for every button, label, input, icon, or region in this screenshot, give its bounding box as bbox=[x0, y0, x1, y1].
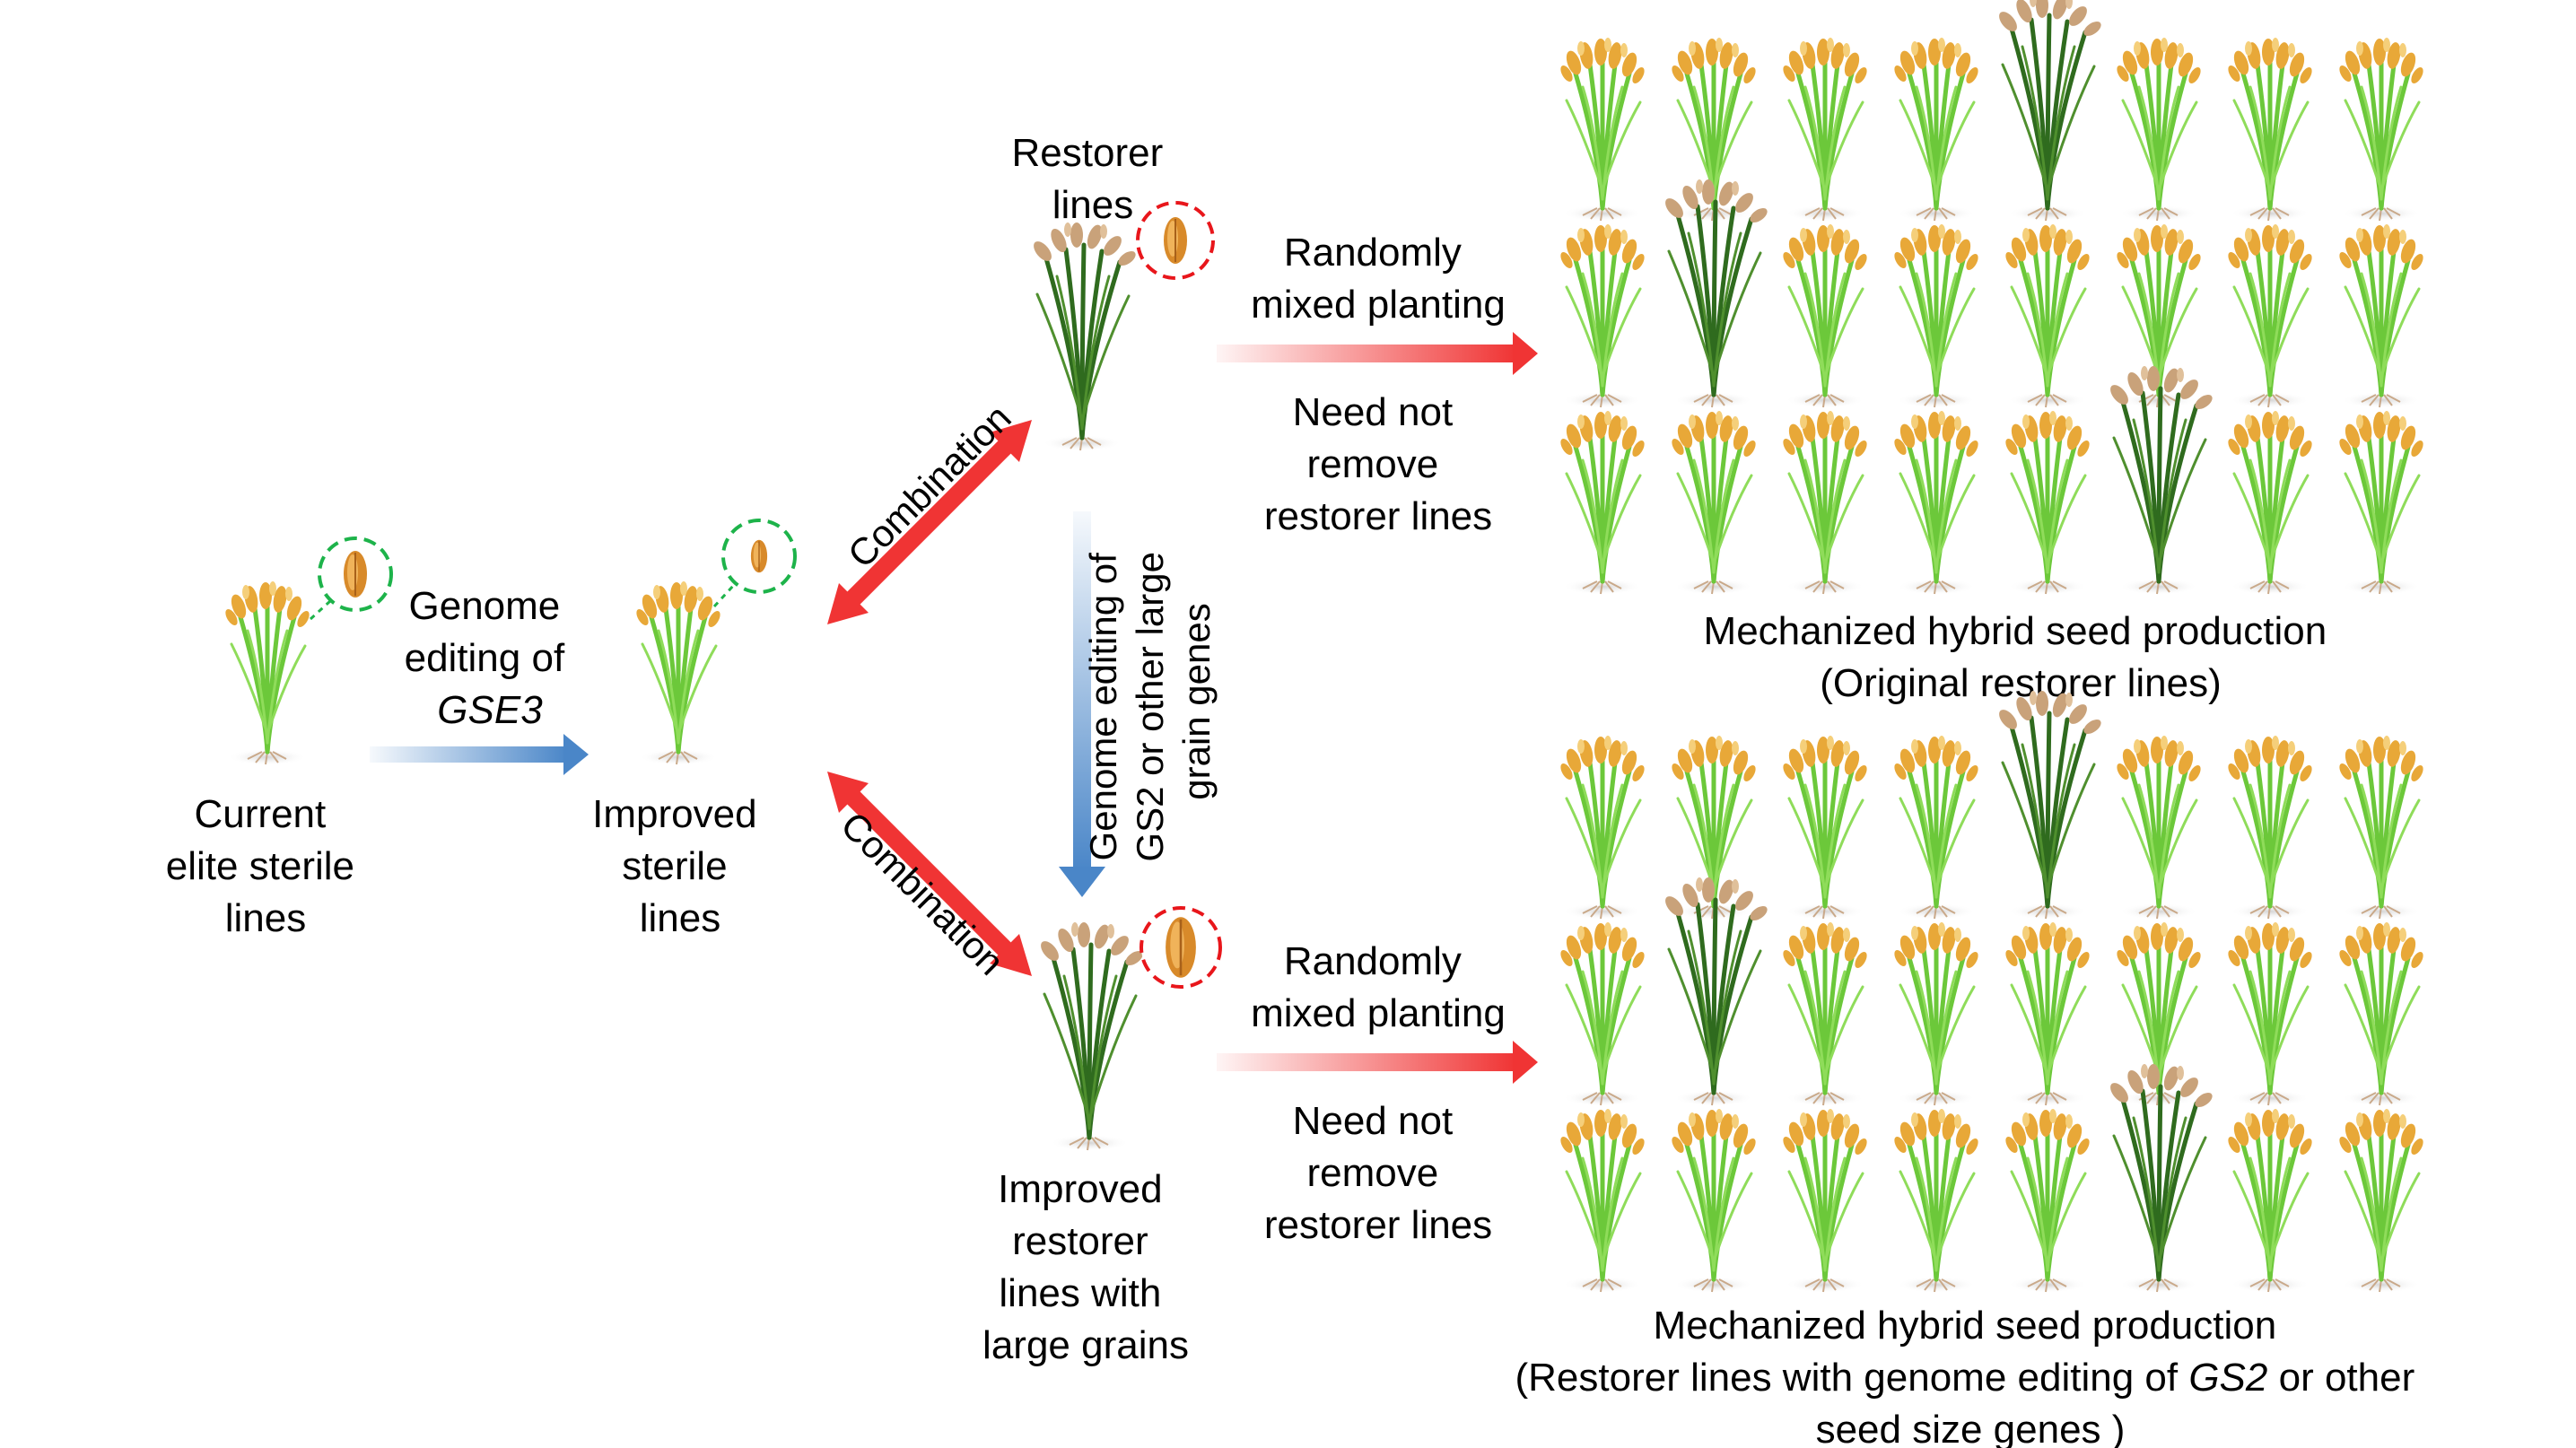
sterile-plant-icon bbox=[2337, 1109, 2426, 1293]
sterile-plant-icon bbox=[1670, 411, 1759, 595]
combination-upper-label: Combination bbox=[840, 397, 1019, 576]
restorer-plant-icon bbox=[1995, 0, 2103, 222]
improved-restorer-label: Improved restorer lines with large grain… bbox=[982, 1167, 1189, 1367]
sterile-plant-icon bbox=[2226, 1109, 2315, 1293]
current-sterile-plant bbox=[223, 581, 312, 765]
sterile-plant-icon bbox=[1892, 224, 1981, 408]
combination-arrow-upper bbox=[827, 420, 1032, 624]
sterile-plant-icon bbox=[1892, 736, 1981, 920]
sterile-plant-icon bbox=[2004, 411, 2092, 595]
sterile-plant-icon bbox=[2337, 411, 2426, 595]
sterile-plant-icon bbox=[1559, 224, 1647, 408]
random-mixed-bottom-label: Randomly mixed planting bbox=[1251, 939, 1506, 1035]
sterile-plant-icon bbox=[1781, 922, 1870, 1106]
mixed-planting-arrow-top bbox=[1217, 332, 1538, 375]
sterile-plant-icon bbox=[2226, 38, 2315, 222]
improved-sterile-label: Improved sterile lines bbox=[592, 792, 768, 940]
sterile-plant-icon bbox=[1781, 736, 1870, 920]
mech-top-label: Mechanized hybrid seed production (Origi… bbox=[1704, 609, 2338, 705]
sterile-plant-icon bbox=[2004, 224, 2092, 408]
field-original-restorer bbox=[1559, 0, 2426, 595]
sterile-plant-icon bbox=[1559, 922, 1647, 1106]
restorer-seed-callout bbox=[1136, 201, 1215, 280]
sterile-plant-icon bbox=[1781, 224, 1870, 408]
sterile-plant-icon bbox=[2115, 736, 2204, 920]
sterile-plant-icon bbox=[1559, 736, 1647, 920]
need-not-remove-top-label: Need not remove restorer lines bbox=[1264, 390, 1492, 538]
sterile-plant-icon bbox=[2226, 224, 2315, 408]
sterile-plant-icon bbox=[2226, 411, 2315, 595]
sterile-seed-callout bbox=[309, 536, 393, 621]
sterile-plant-icon bbox=[1781, 411, 1870, 595]
combination-lower-label: Combination bbox=[833, 804, 1012, 983]
sterile-plant-icon bbox=[1559, 38, 1647, 222]
improved-sterile-seed-callout bbox=[712, 519, 797, 608]
improved-restorer-plant bbox=[1037, 922, 1145, 1151]
improved-sterile-plant bbox=[634, 581, 723, 765]
sterile-plant-icon bbox=[2004, 1109, 2092, 1293]
gs2-editing-label: Genome editing of GS2 or other large gra… bbox=[1082, 541, 1218, 861]
need-not-remove-bottom-label: Need not remove restorer lines bbox=[1264, 1099, 1492, 1247]
sterile-plant-icon bbox=[2337, 922, 2426, 1106]
sterile-plant-icon bbox=[1670, 1109, 1759, 1293]
random-mixed-top-label: Randomly mixed planting bbox=[1251, 231, 1506, 327]
field-edited-restorer bbox=[1559, 691, 2426, 1293]
sterile-plant-icon bbox=[2226, 736, 2315, 920]
current-sterile-label: Current elite sterile lines bbox=[166, 792, 366, 940]
restorer-plant-icon bbox=[1662, 179, 1769, 408]
sterile-plant-icon bbox=[2337, 38, 2426, 222]
restorer-plant-icon bbox=[2107, 1064, 2214, 1293]
genome-editing-gse3-label: Genome editing of GSE3 bbox=[405, 584, 576, 732]
mech-bottom-label: Mechanized hybrid seed production (Resto… bbox=[1515, 1304, 2426, 1448]
sterile-plant-icon bbox=[1892, 38, 1981, 222]
restorer-plant-icon bbox=[1662, 877, 1769, 1106]
restorer-plant-icon bbox=[2107, 366, 2214, 595]
sterile-plant-icon bbox=[1781, 1109, 1870, 1293]
sterile-plant-icon bbox=[2337, 736, 2426, 920]
sterile-plant-icon bbox=[1892, 1109, 1981, 1293]
mixed-planting-arrow-bottom bbox=[1217, 1041, 1538, 1084]
sterile-plant-icon bbox=[1559, 411, 1647, 595]
sterile-plant-icon bbox=[1892, 411, 1981, 595]
sterile-plant-icon bbox=[2226, 922, 2315, 1106]
sterile-plant-icon bbox=[1559, 1109, 1647, 1293]
combination-arrow-lower bbox=[827, 772, 1032, 976]
sterile-plant-icon bbox=[2337, 224, 2426, 408]
restorer-lines-label: Restorer lines bbox=[1012, 131, 1174, 227]
sterile-plant-icon bbox=[2004, 922, 2092, 1106]
gs2-editing-arrow bbox=[1059, 511, 1105, 897]
restorer-plant-icon bbox=[1995, 691, 2103, 920]
gse3-editing-arrow bbox=[370, 734, 589, 775]
restorer-plant bbox=[1030, 222, 1138, 451]
improved-restorer-seed-callout bbox=[1140, 906, 1222, 989]
sterile-plant-icon bbox=[1781, 38, 1870, 222]
sterile-plant-icon bbox=[1892, 922, 1981, 1106]
sterile-plant-icon bbox=[2115, 38, 2204, 222]
